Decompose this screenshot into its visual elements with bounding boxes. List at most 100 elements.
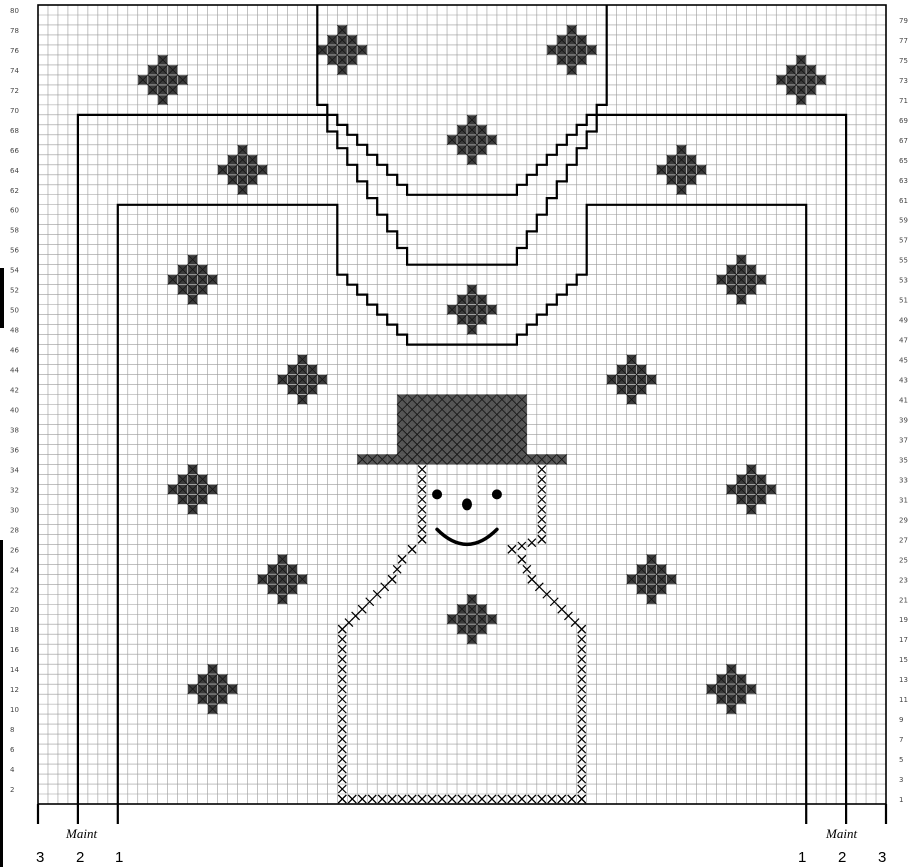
row-number: 61 bbox=[899, 197, 908, 205]
row-number: 60 bbox=[10, 207, 19, 215]
row-number: 40 bbox=[10, 407, 19, 415]
snowman-motif bbox=[338, 395, 585, 803]
row-number: 57 bbox=[899, 237, 908, 245]
snowflake bbox=[188, 664, 238, 714]
row-number: 34 bbox=[10, 466, 19, 474]
outline-size-3-legs bbox=[38, 804, 886, 824]
snowman-stitch bbox=[378, 795, 386, 803]
snowman-stitch bbox=[518, 555, 526, 563]
row-number: 32 bbox=[10, 486, 19, 494]
row-number: 17 bbox=[899, 636, 908, 644]
row-number: 78 bbox=[10, 27, 19, 35]
snowman-stitch bbox=[358, 795, 366, 803]
row-number: 47 bbox=[899, 337, 908, 345]
row-number: 41 bbox=[899, 397, 908, 405]
row-number: 26 bbox=[10, 546, 19, 554]
snowman-stitch bbox=[478, 795, 486, 803]
snowflake bbox=[277, 355, 327, 405]
row-number: 67 bbox=[899, 137, 908, 145]
snowflake bbox=[168, 464, 218, 514]
snowman-stitch bbox=[338, 655, 346, 663]
row-number: 29 bbox=[899, 516, 908, 524]
snowman-stitch bbox=[578, 765, 586, 773]
snowman-base bbox=[338, 795, 585, 803]
snowman-stitch bbox=[578, 715, 586, 723]
row-number: 76 bbox=[10, 47, 19, 55]
row-number: 1 bbox=[899, 796, 903, 804]
snowflake bbox=[257, 554, 307, 604]
snowman-stitch bbox=[578, 785, 586, 793]
row-number: 59 bbox=[899, 217, 908, 225]
snowman-stitch bbox=[538, 505, 546, 513]
row-number: 42 bbox=[10, 387, 19, 395]
snowman-stitch bbox=[338, 645, 346, 653]
snowman-stitch bbox=[518, 542, 526, 550]
snowflake bbox=[447, 285, 497, 335]
snowman-stitch bbox=[338, 785, 346, 793]
snowman-stitch bbox=[418, 505, 426, 513]
snowman-stitch bbox=[528, 575, 536, 583]
snowman-stitch bbox=[488, 795, 496, 803]
snowflake bbox=[547, 25, 597, 75]
right-eye bbox=[492, 489, 502, 499]
row-number: 49 bbox=[899, 317, 908, 325]
left-eye bbox=[432, 489, 442, 499]
row-number: 72 bbox=[10, 87, 19, 95]
size-label-left-3: 3 bbox=[36, 849, 44, 866]
snowman-stitch bbox=[538, 535, 546, 543]
snowman-stitch bbox=[418, 475, 426, 483]
row-number: 21 bbox=[899, 596, 908, 604]
snowman-stitch bbox=[548, 795, 556, 803]
snowman-stitch bbox=[538, 525, 546, 533]
row-numbers-left: 8078767472706866646260585654525048464442… bbox=[10, 7, 19, 794]
row-number: 75 bbox=[899, 57, 908, 65]
snowman-stitch bbox=[338, 635, 346, 643]
row-number: 36 bbox=[10, 446, 19, 454]
row-number: 12 bbox=[10, 686, 19, 694]
maint-label-right: Maint bbox=[825, 826, 857, 841]
snowman-stitch bbox=[418, 465, 426, 473]
snowflake bbox=[447, 594, 497, 644]
size-label-left-1: 1 bbox=[115, 849, 123, 866]
row-number: 6 bbox=[10, 746, 15, 754]
snowman-stitch bbox=[338, 625, 346, 633]
snowman-stitch bbox=[538, 795, 546, 803]
snowflake bbox=[716, 255, 766, 305]
row-number: 10 bbox=[10, 706, 19, 714]
snowman-stitch bbox=[338, 705, 346, 713]
row-number: 14 bbox=[10, 666, 19, 674]
snowman-stitch bbox=[428, 795, 436, 803]
snowman-stitch bbox=[388, 575, 396, 583]
snowman-stitch bbox=[558, 605, 566, 613]
snowman-stitch bbox=[408, 795, 416, 803]
row-number: 38 bbox=[10, 427, 19, 435]
snowman-stitch bbox=[438, 795, 446, 803]
snowman-stitch bbox=[578, 645, 586, 653]
row-number: 44 bbox=[10, 367, 19, 375]
snowman-stitch bbox=[458, 795, 466, 803]
snowflake bbox=[138, 55, 188, 105]
top-hat bbox=[357, 395, 567, 465]
snowman-stitch bbox=[418, 795, 426, 803]
snowflake bbox=[218, 145, 268, 195]
row-number: 62 bbox=[10, 187, 19, 195]
row-number: 25 bbox=[899, 556, 908, 564]
nose bbox=[462, 498, 472, 510]
snowflake bbox=[447, 115, 497, 165]
snowman-stitch bbox=[418, 495, 426, 503]
row-number: 28 bbox=[10, 526, 19, 534]
snowman-stitch bbox=[418, 535, 426, 543]
snowman-stitch bbox=[338, 695, 346, 703]
snowman-stitch bbox=[338, 715, 346, 723]
snowflake bbox=[776, 55, 826, 105]
row-number: 66 bbox=[10, 147, 19, 155]
snowman-stitch bbox=[338, 795, 346, 803]
row-number: 46 bbox=[10, 347, 19, 355]
row-number: 11 bbox=[899, 696, 908, 704]
snowman-stitch bbox=[578, 695, 586, 703]
row-number: 54 bbox=[10, 267, 19, 275]
size-markers: Maint Maint 3 2 1 1 2 3 bbox=[36, 826, 886, 866]
row-numbers-right: 7977757371696765636159575553514947454341… bbox=[899, 17, 908, 804]
row-number: 20 bbox=[10, 606, 19, 614]
row-number: 8 bbox=[10, 726, 14, 734]
